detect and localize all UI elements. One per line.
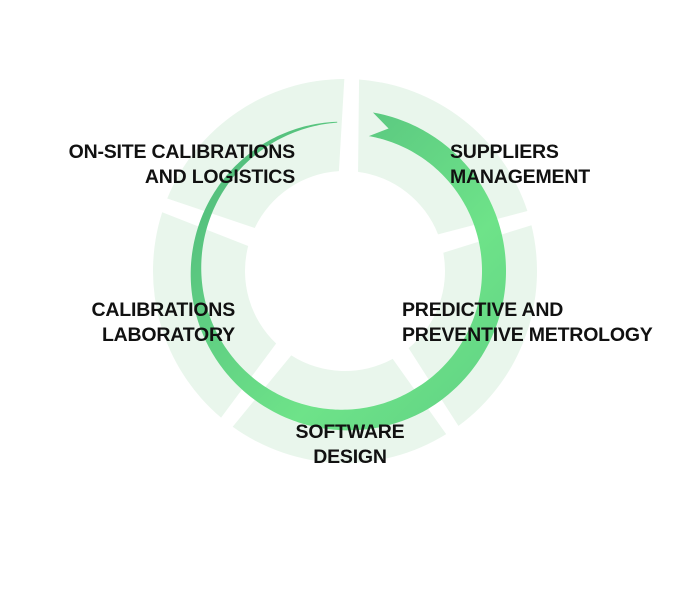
label-line: SUPPLIERS	[450, 141, 559, 163]
segment-laboratory	[152, 212, 277, 418]
label-line: SOFTWARE	[295, 421, 405, 443]
label-line: PREVENTIVE METROLOGY	[402, 324, 653, 346]
label-line: PREDICTIVE AND	[402, 299, 564, 321]
label-line: LABORATORY	[101, 324, 235, 346]
segment-software	[232, 355, 447, 464]
label-line: ON-SITE CALIBRATIONS	[68, 141, 296, 163]
label-predictive-metrology: PREDICTIVE AND PREVENTIVE METROLOGY	[402, 298, 653, 348]
label-onsite-calibrations: ON-SITE CALIBRATIONS AND LOGISTICS	[68, 140, 296, 190]
label-line: DESIGN	[313, 446, 387, 468]
label-calibrations-laboratory: CALIBRATIONS LABORATORY	[91, 298, 236, 348]
label-line: MANAGEMENT	[450, 166, 590, 188]
label-line: CALIBRATIONS	[91, 299, 236, 321]
label-line: AND LOGISTICS	[144, 166, 295, 188]
label-software-design: SOFTWARE DESIGN	[250, 420, 450, 470]
label-suppliers-management: SUPPLIERS MANAGEMENT	[450, 140, 590, 190]
